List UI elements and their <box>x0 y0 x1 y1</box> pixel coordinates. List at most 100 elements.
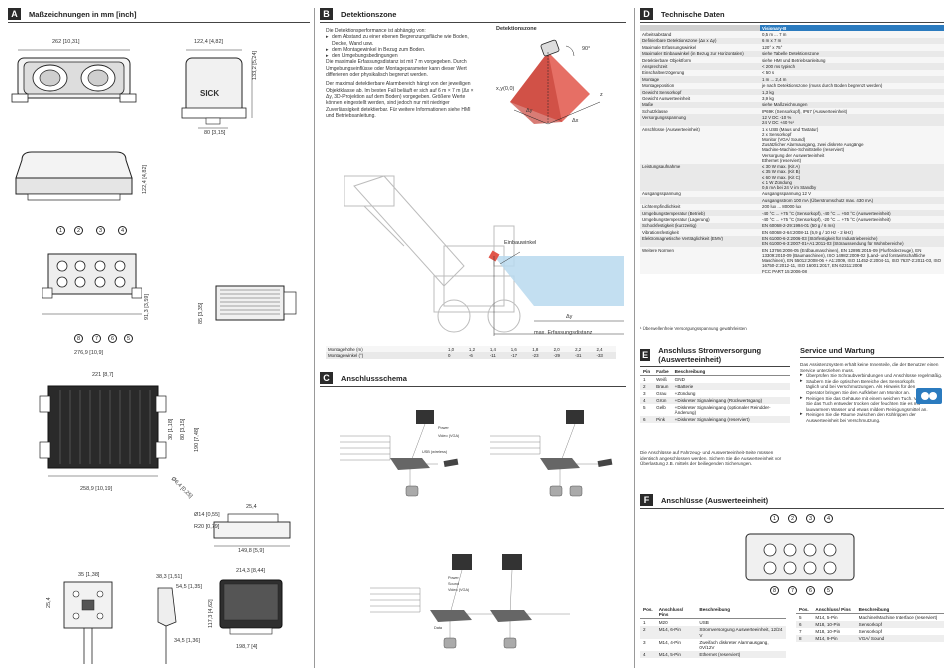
reach-stacker-drawing <box>344 175 624 336</box>
section-a-letter: A <box>8 8 21 20</box>
tech-data-row-cell: Maximaler Einbauwinkel (in Bezug zur Hor… <box>640 50 760 57</box>
section-b-intro: Die Detektionsperformance ist abhängig v… <box>326 28 426 34</box>
section-d-title: Technische Daten <box>661 9 725 19</box>
pin-row-cell: 2 <box>640 383 654 390</box>
tech-data-row-cell: Umgebungstemperatur (Betrieb) <box>640 210 760 217</box>
tech-data-row-cell: EN 60068-2-64:2008-11 (5,9 g / 10 Hz - 2… <box>760 229 944 236</box>
tech-data-row-cell: Arbeitsabstand <box>640 31 760 38</box>
f-callout-6: 6 <box>806 586 815 595</box>
callout-7: 7 <box>92 334 101 343</box>
mounting-angle-cell: -23 <box>530 352 552 359</box>
tech-data-row-cell: Montageposition <box>640 82 760 89</box>
tech-data-row-cell: Umgebungstemperatur (Lagerung) <box>640 216 760 223</box>
connector-row-cell: M14, 5-Pin <box>815 614 838 620</box>
section-f-title: Anschlüsse (Auswerteeinheit) <box>661 495 769 505</box>
tech-data-row-cell: siehe Tabelle Detektionszone <box>760 50 944 57</box>
service-section: Service und Wartung Das Assistenzsystem … <box>800 346 944 486</box>
tech-data-row-cell: ≤ 30 W max. (Kit A) ≤ 35 W max. (Kit B) … <box>760 163 944 191</box>
tech-data-row-cell: Maße <box>640 101 760 109</box>
section-e: E Anschluss Stromversorgung (Auswerteein… <box>640 346 790 486</box>
tech-data-row-cell: je nach Detektionszone (muss durch Boden… <box>760 82 944 89</box>
description-header: Beschreibung <box>696 606 786 620</box>
tech-data-row-cell: 3,9 kg <box>760 95 944 102</box>
dim-6-4: Ø6,4 [0,25] <box>169 476 194 500</box>
connector-row-cell: VGA/ Sound <box>855 635 944 642</box>
c1-video-label: Video (VGA) <box>438 434 460 438</box>
section-e-letter: E <box>640 349 651 361</box>
tech-data-row-cell: < 50 s <box>760 69 944 77</box>
sensor-head-side-drawing <box>181 49 253 129</box>
zone-z-label: z <box>600 92 603 98</box>
dim-198-7: 198,7 [4] <box>236 644 258 650</box>
section-d-letter: D <box>640 8 653 20</box>
connector-row-cell: Ethernet (reserviert) <box>696 651 786 659</box>
section-f-header: F Anschlüsse (Auswerteeinheit) <box>640 494 944 509</box>
f-callout-1: 1 <box>770 514 779 523</box>
divider-left <box>314 8 315 668</box>
tech-data-row: Definierbare Detektionszone (Δx x Δy)6 m… <box>640 37 944 45</box>
tech-data-row-cell: EN 60068-2-29:1994-01 (50 g / 6 ms) <box>760 222 944 230</box>
tech-data-row: Einschaltverzögerung< 50 s <box>640 69 944 77</box>
connector-row-cell: M20 <box>658 620 668 626</box>
tech-data-row-cell: siehe HMI und Betriebsanleitung <box>760 56 944 64</box>
pin-row-cell: 1 <box>643 376 646 382</box>
connector-row-cell: Stromversorgung Auswerteeinheit, 12/24 V <box>696 626 786 639</box>
tech-data-row-cell: IP69K (Sensorkopf), IP67 (Auswerteeinhei… <box>760 108 944 115</box>
tech-data-row-cell: 1,3 kg <box>760 88 944 96</box>
pin-row-cell: Grau <box>656 390 667 396</box>
mounting-angle-cell: -29 <box>551 352 574 359</box>
connector-row-cell: Sensorkopf <box>855 621 944 628</box>
pos-header: Pos. <box>796 606 813 614</box>
tech-data-row-cell: Gewicht Sensorkopf <box>640 88 760 96</box>
service-bullet: Reinigen Sie das Gehäuse mit einem weich… <box>800 396 944 413</box>
dim-149-8: 149,8 [5,9] <box>238 548 264 554</box>
connector-row-cell: Machine/Machine Interface (reserviert) <box>858 614 938 620</box>
pin-row-cell: 3 <box>643 390 646 396</box>
monitor-side-drawing <box>157 587 177 664</box>
callout-2: 2 <box>74 226 83 235</box>
dim-r20: R20 [0,79] <box>194 524 220 530</box>
service-bullet: Säubern Sie die optischen Bereiche des S… <box>800 379 944 396</box>
mounting-height-cell: 2,4 <box>594 346 616 353</box>
tech-data-row-cell <box>640 197 760 204</box>
connector-row-cell: 8 <box>796 635 813 642</box>
f-callout-4: 4 <box>824 514 833 523</box>
detection-zone-diagram <box>510 39 601 125</box>
tech-data-row-cell: Ausgangsspannung <box>640 190 760 198</box>
tech-data-row-cell: 120° x 75° <box>760 44 944 51</box>
dim-54-5: 54,5 [1,35] <box>176 584 202 590</box>
tech-data-row-cell: Ausgangsspannung 12 V <box>760 190 944 198</box>
dim-30: 30 [1,18] <box>168 418 174 440</box>
zone-dx-label: Δx <box>572 118 579 124</box>
connector-row-cell: M14, 6-Pin <box>655 626 697 639</box>
service-title: Service und Wartung <box>800 346 875 355</box>
mounting-angle-cell: -31 <box>573 352 595 359</box>
section-a: A Maßzeichnungen in mm [inch] 262 [10,31… <box>8 8 310 668</box>
tech-data-row-cell: -40 °C ... +75 °C (Sensorkopf), -20 °C .… <box>760 216 944 223</box>
color-header: Farbe <box>653 368 672 376</box>
tech-data-row-cell: Versorgungsspannung <box>640 114 760 127</box>
sensor-head-front-drawing <box>11 49 137 103</box>
pin-header: Pin <box>640 368 654 376</box>
section-c-title: Anschlussschema <box>341 373 407 383</box>
callout-3: 3 <box>96 226 105 235</box>
f-callout-8: 8 <box>770 586 779 595</box>
section-a-title: Maßzeichnungen in mm [inch] <box>29 9 137 19</box>
